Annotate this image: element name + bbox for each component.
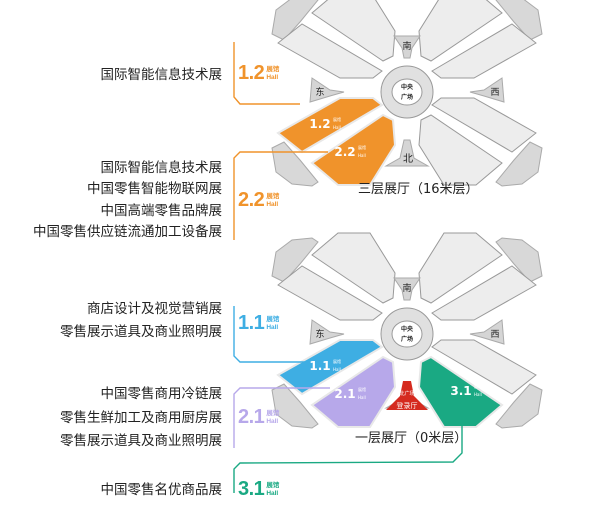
arm-end-cap	[271, 383, 319, 429]
hall-tag: Hall	[474, 392, 482, 397]
exhibition-label: 零售展示道具及商业照明展	[60, 324, 222, 340]
exhibition-hall	[277, 265, 383, 321]
hall-number: 3.1	[450, 384, 471, 398]
highlighted-hall	[417, 355, 504, 428]
west-label: 西	[490, 87, 499, 98]
exhibition-hall	[431, 97, 537, 153]
exhibition-label: 中国高端零售品牌展	[100, 203, 223, 219]
entrance-label: 登录厅	[397, 401, 418, 410]
exhibition-hall	[431, 23, 537, 79]
north-marker	[384, 139, 430, 167]
hall-number: 2.2	[334, 145, 355, 159]
west-marker	[469, 77, 505, 103]
floor-caption-lower: 一层展厅（0米层）	[355, 431, 468, 446]
south-label: 南	[402, 282, 411, 294]
leader-line	[233, 42, 300, 105]
central-plaza	[391, 78, 423, 106]
highlighted-hall	[310, 355, 397, 428]
exhibition-hall	[431, 265, 537, 321]
west-marker	[469, 319, 505, 345]
leader-line	[233, 151, 328, 240]
exhibition-label: 中国零售智能物联网展	[87, 181, 222, 197]
hall-number: 1.1	[309, 359, 330, 373]
entrance-label: 北广场	[399, 390, 414, 397]
south-marker	[393, 35, 421, 59]
north-label: 北	[403, 153, 413, 165]
exhibition-label: 零售展示道具及商业照明展	[60, 433, 222, 449]
east-label: 东	[315, 86, 324, 98]
central-plaza-label: 广场	[401, 93, 413, 101]
central-plaza-label: 中央	[401, 83, 414, 91]
exhibition-label: 中国零售商用冷链展	[100, 386, 223, 402]
hall-number: 2.1	[334, 387, 355, 401]
hall-tag: 展馆	[333, 116, 341, 122]
hall-tag: Hall	[333, 367, 341, 372]
exhibition-hall	[311, 232, 396, 304]
hall-tag: 展馆	[333, 358, 341, 364]
leader-line	[233, 306, 310, 363]
hall-tag: 展馆	[474, 383, 482, 389]
east-marker	[309, 319, 345, 345]
exhibition-label: 中国零售供应链流通加工设备展	[33, 224, 222, 240]
hall-tag: 展馆	[358, 386, 366, 392]
exhibition-label: 零售生鲜加工及商用厨房展	[60, 410, 222, 426]
exhibition-hall	[277, 23, 383, 79]
central-plaza-label: 中央	[401, 325, 414, 333]
floor-caption-upper: 三层展厅（16米层）	[358, 182, 479, 197]
exhibition-hall	[418, 0, 503, 62]
hall-tag: Hall	[358, 153, 366, 158]
exhibition-label: 国际智能信息技术展	[100, 67, 223, 83]
arm-end-cap	[495, 383, 543, 429]
west-label: 西	[490, 329, 499, 340]
exhibition-hall	[418, 114, 503, 186]
highlighted-hall	[310, 113, 397, 186]
leader-line	[233, 425, 463, 493]
hall-number: 1.2	[309, 117, 330, 131]
exhibition-label: 中国零售名优商品展	[100, 482, 223, 498]
exhibition-hall	[418, 232, 503, 304]
south-label: 南	[402, 40, 411, 52]
highlighted-hall	[276, 97, 384, 154]
central-plaza	[391, 320, 423, 348]
north-entrance-hall	[386, 381, 428, 410]
leader-line	[233, 387, 330, 448]
hall-tag: 展馆	[358, 144, 366, 150]
exhibition-label: 国际智能信息技术展	[100, 160, 223, 176]
east-label: 东	[315, 328, 324, 340]
south-marker	[393, 277, 421, 301]
arm-end-cap	[495, 141, 543, 187]
hall-tag: Hall	[333, 125, 341, 130]
exhibition-hall	[311, 0, 396, 62]
exhibition-label: 商店设计及视觉营销展	[87, 301, 222, 317]
central-plaza-label: 广场	[401, 335, 413, 343]
exhibition-hall	[431, 339, 537, 395]
east-marker	[309, 77, 345, 103]
highlighted-hall	[276, 339, 384, 396]
hall-tag: Hall	[358, 395, 366, 400]
arm-end-cap	[271, 141, 319, 187]
